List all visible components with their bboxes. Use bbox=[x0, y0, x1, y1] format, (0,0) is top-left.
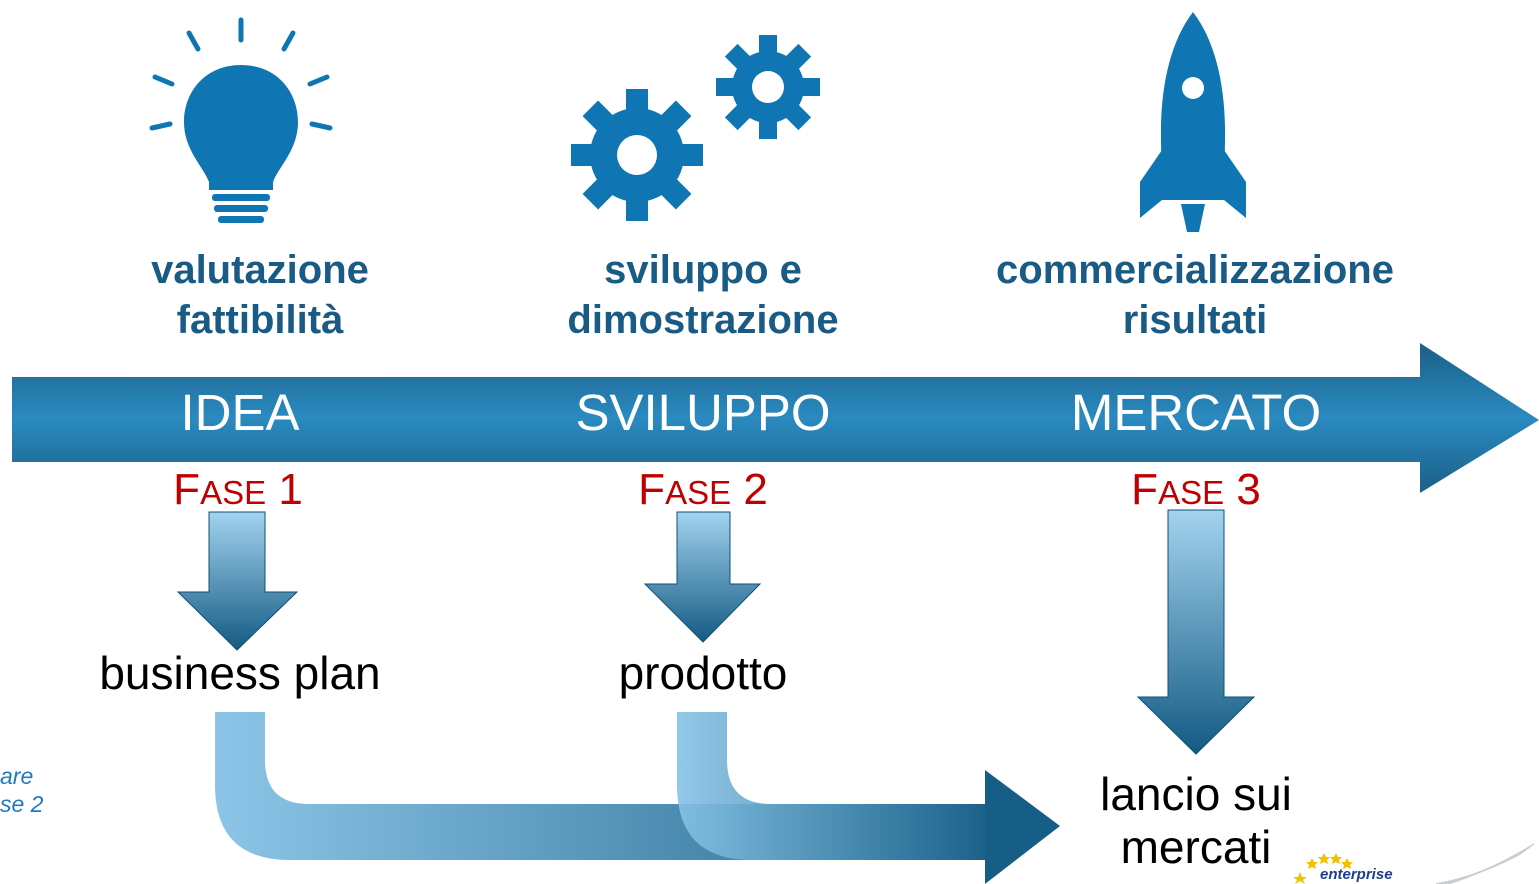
gears-icon bbox=[571, 35, 820, 221]
stage-1-title-line1: valutazione bbox=[151, 248, 369, 292]
side-note-line2: se 2 bbox=[0, 791, 44, 817]
stage-2-title-line2: dimostrazione bbox=[567, 298, 839, 342]
decorative-stripes bbox=[1435, 843, 1535, 884]
enterprise-logo-text: enterprise bbox=[1320, 866, 1393, 883]
phase-3-word: ASE bbox=[1158, 474, 1225, 511]
phase-1-initial: F bbox=[173, 465, 201, 514]
down-arrow-2 bbox=[643, 511, 762, 643]
outcome-lancio-mercati: lancio sui mercati bbox=[1046, 768, 1346, 874]
phase-3-initial: F bbox=[1131, 465, 1159, 514]
phase-2-word: ASE bbox=[665, 474, 732, 511]
down-arrow-1 bbox=[176, 511, 299, 651]
rocket-icon bbox=[1140, 12, 1246, 232]
outcome-3-line1: lancio sui bbox=[1100, 768, 1292, 820]
phase-3-number: 3 bbox=[1236, 465, 1261, 514]
down-arrow-3 bbox=[1136, 509, 1256, 755]
stage-1-title: valutazione fattibilità bbox=[0, 245, 520, 345]
phase-2-number: 2 bbox=[743, 465, 768, 514]
outcome-business-plan: business plan bbox=[99, 647, 381, 699]
phase-1-word: ASE bbox=[200, 474, 267, 511]
phase-3-label: FASE 3 bbox=[1046, 465, 1346, 518]
phase-1-label: FASE 1 bbox=[88, 465, 388, 518]
lightbulb-icon bbox=[149, 17, 333, 223]
stage-2-title-line1: sviluppo e bbox=[604, 248, 802, 292]
phase-2-label: FASE 2 bbox=[553, 465, 853, 518]
flow-curve-arrows bbox=[215, 712, 1060, 884]
side-note-line1: are bbox=[0, 763, 34, 789]
enterprise-logo-mark bbox=[1293, 853, 1353, 884]
outcome-prodotto: prodotto bbox=[618, 647, 788, 699]
band-label-idea: IDEA bbox=[180, 384, 300, 441]
band-label-mercato: MERCATO bbox=[1070, 384, 1322, 441]
phase-1-number: 1 bbox=[278, 465, 303, 514]
stage-2-title: sviluppo e dimostrazione bbox=[443, 245, 963, 345]
band-label-sviluppo: SVILUPPO bbox=[575, 384, 831, 441]
stage-1-title-line2: fattibilità bbox=[176, 298, 344, 342]
phase-2-initial: F bbox=[638, 465, 666, 514]
outcome-3-line2: mercati bbox=[1120, 821, 1272, 873]
stage-3-title: commercializzazione risultati bbox=[935, 245, 1455, 345]
stage-3-title-line2: risultati bbox=[1122, 298, 1268, 342]
stage-3-title-line1: commercializzazione bbox=[996, 248, 1394, 292]
timeline-band-arrow bbox=[12, 343, 1539, 493]
side-note: are se 2 bbox=[0, 762, 43, 818]
